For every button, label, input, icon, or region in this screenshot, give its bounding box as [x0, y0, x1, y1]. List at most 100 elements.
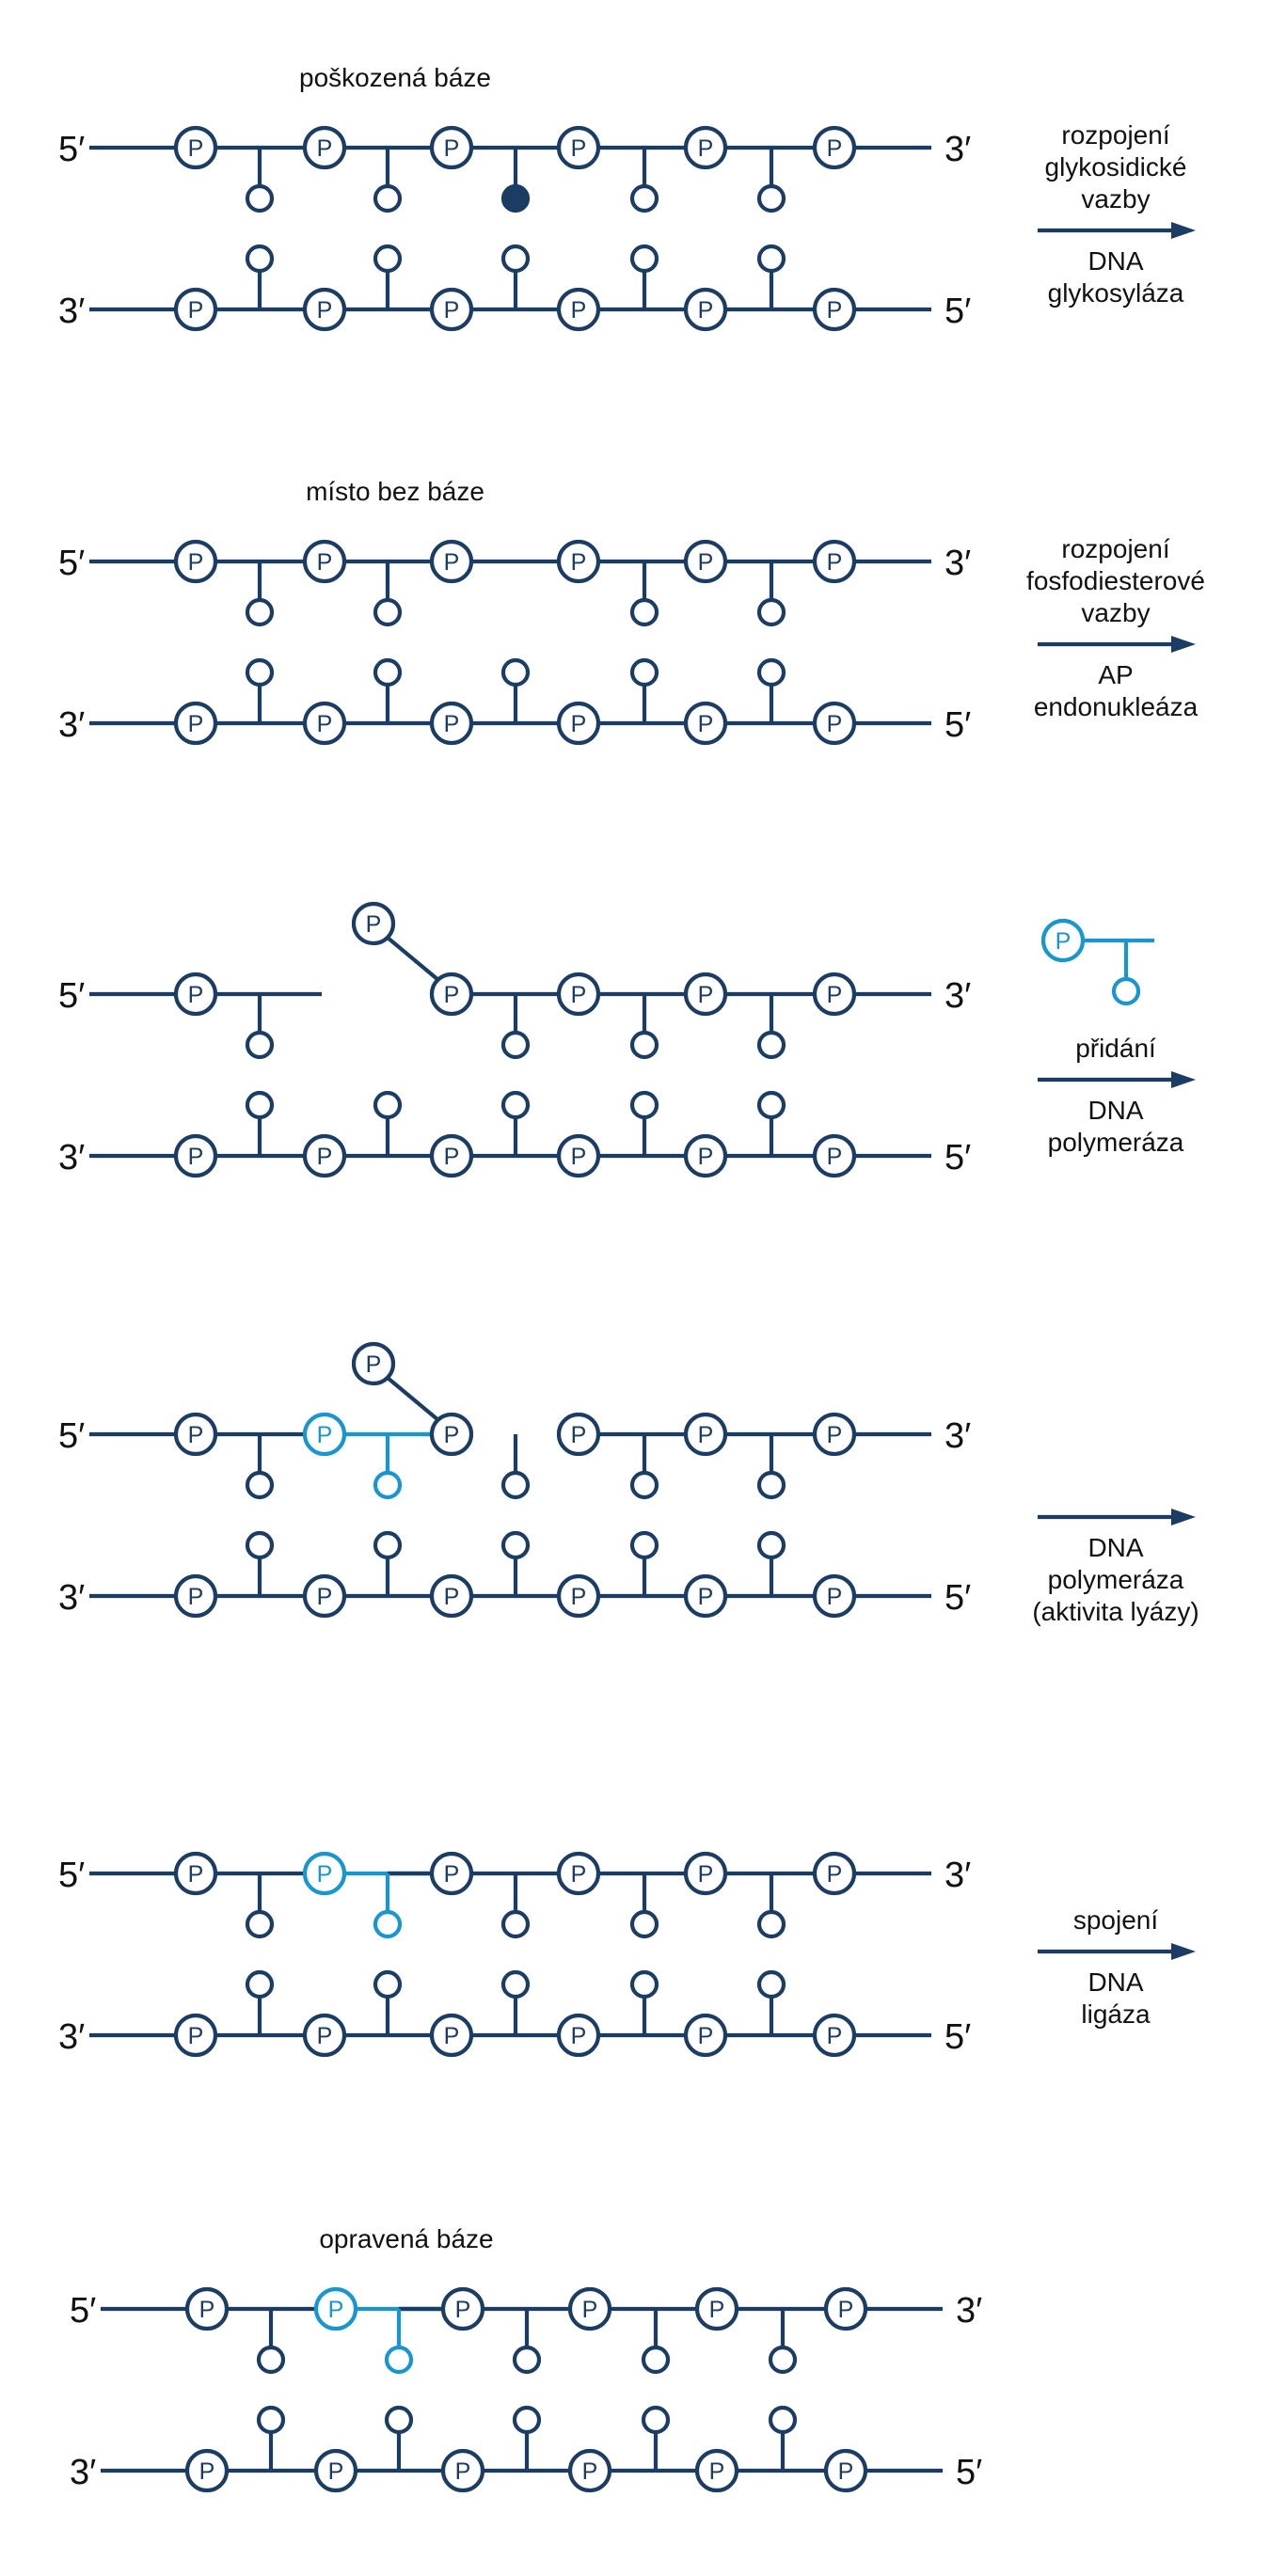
phosphate-label: P: [838, 2458, 854, 2485]
base: [384, 2405, 414, 2471]
base: [500, 1873, 531, 1939]
new-base: [373, 1873, 403, 1939]
base-circle: [629, 1530, 659, 1560]
phosphate-label: P: [188, 1861, 204, 1888]
base-circle: [500, 1969, 531, 1999]
phosphate-circle: [812, 1412, 857, 1457]
base: [373, 1969, 403, 2035]
phosphate-circle: [812, 1133, 857, 1178]
phosphate-label: P: [827, 1422, 843, 1448]
base-circle: [245, 657, 275, 687]
phosphate-label: P: [698, 135, 714, 162]
phosphate-circle: [556, 125, 601, 170]
phosphate-circle: [683, 1851, 728, 1896]
phosphate-circle: [429, 1851, 474, 1896]
bottom-strand-left-end: 3′: [58, 292, 85, 331]
new-base: [1111, 940, 1141, 1006]
base-circle: [629, 1090, 659, 1120]
base-circle: [756, 657, 786, 687]
base-circle: [641, 2405, 671, 2435]
base: [756, 657, 786, 723]
phosphate: P: [429, 539, 474, 584]
bottom-strand-right-end: 5′: [945, 292, 971, 331]
phosphate: P: [556, 1851, 601, 1896]
phosphate: P: [173, 701, 218, 746]
phosphate-label: P: [827, 135, 843, 162]
phosphate: P: [440, 2286, 485, 2331]
phosphate-circle: [429, 2013, 474, 2058]
base-circle: [500, 1090, 531, 1120]
base-circle: [245, 244, 275, 274]
phosphate-label: P: [188, 982, 204, 1008]
top-strand-right-end: 3′: [945, 130, 971, 169]
phosphate-label: P: [188, 1584, 204, 1610]
base: [373, 1530, 403, 1596]
phosphate-label: P: [827, 1861, 843, 1888]
base: [245, 1434, 275, 1500]
phosphate-label: P: [444, 711, 460, 737]
base: [756, 148, 786, 213]
phosphate: P: [694, 2448, 739, 2493]
phosphate-label: P: [571, 2023, 587, 2049]
base: [756, 561, 786, 627]
new-phosphate: P: [313, 2286, 358, 2331]
base-circle: [500, 1909, 531, 1939]
phosphate-circle: [556, 972, 601, 1017]
base-circle: [373, 1530, 403, 1560]
base: [512, 2309, 542, 2375]
base-circle: [500, 1470, 531, 1500]
phosphate-circle: [429, 287, 474, 332]
base: [245, 1530, 275, 1596]
phosphate: P: [440, 2448, 485, 2493]
phosphate-circle: [173, 1573, 218, 1619]
process-label-below: DNA: [1087, 246, 1143, 276]
bottom-strand-right-end: 5′: [956, 2453, 982, 2492]
base: [373, 244, 403, 309]
top-strand-left-end: 5′: [58, 1416, 85, 1456]
base-circle: [629, 183, 659, 213]
phosphate-label: P: [698, 1861, 714, 1888]
phosphate-label: P: [328, 2458, 344, 2485]
phosphate-label: P: [571, 1861, 587, 1888]
phosphate-label: P: [571, 982, 587, 1008]
base-circle: [768, 2345, 798, 2375]
base: [245, 561, 275, 627]
base: [373, 1090, 403, 1156]
base-circle: [1111, 976, 1141, 1006]
phosphate-label: P: [827, 982, 843, 1008]
phosphate: P: [556, 125, 601, 170]
process-label-below: polymeráza: [1048, 1565, 1184, 1594]
phosphate-label: P: [455, 2297, 471, 2323]
phosphate-circle: [694, 2286, 739, 2331]
process-arrow: [1038, 1943, 1196, 1960]
arrowhead: [1171, 222, 1196, 239]
base-circle: [768, 2405, 798, 2435]
damaged-base-circle: [500, 183, 531, 213]
phosphate-label: P: [571, 1584, 587, 1610]
phosphate-circle: [683, 539, 728, 584]
phosphate-circle: [302, 1851, 347, 1896]
new-base: [373, 1434, 403, 1500]
phosphate-label: P: [444, 297, 460, 324]
bottom-strand-right-end: 5′: [945, 2017, 971, 2057]
base: [629, 994, 659, 1060]
phosphate-label: P: [827, 1144, 843, 1170]
process-step: rozpojenífosfodiesterovévazbyAPendonukle…: [1026, 534, 1205, 721]
phosphate-circle: [683, 2013, 728, 2058]
phosphate: P: [173, 1573, 218, 1619]
base: [245, 994, 275, 1060]
phosphate-circle: [351, 901, 396, 946]
phosphate-circle: [812, 1573, 857, 1619]
phosphate-label: P: [188, 1422, 204, 1448]
phosphate: P: [812, 1851, 857, 1896]
base: [629, 1434, 659, 1500]
phosphate-circle: [302, 539, 347, 584]
phosphate: P: [429, 972, 474, 1017]
base: [756, 1090, 786, 1156]
phosphate-label: P: [366, 1351, 382, 1378]
phosphate-label: P: [444, 982, 460, 1008]
new-phosphate: P: [1040, 918, 1086, 963]
phosphate: P: [429, 1133, 474, 1178]
